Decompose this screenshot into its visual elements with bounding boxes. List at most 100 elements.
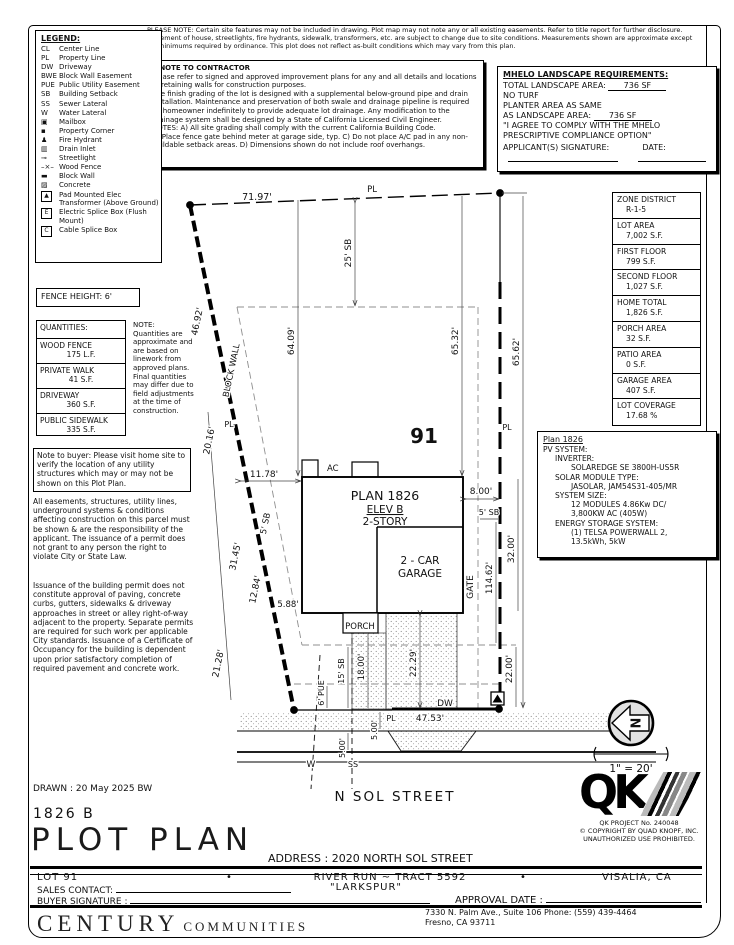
zone-value: 1,027 S.F. <box>626 282 663 292</box>
qk-copyright: © COPYRIGHT BY QUAD KNOPF, INC. <box>579 827 699 835</box>
dim-25sb: 25' SB <box>344 239 354 268</box>
zone-value: R-1-5 <box>626 205 647 214</box>
sewer-lateral-icon: SS <box>41 99 50 108</box>
gate-label: GATE <box>466 575 476 599</box>
qk-logo: QK <box>579 765 649 819</box>
dim-1800: 18.00' <box>357 654 367 681</box>
city-label: VISALIA, CA <box>602 872 672 883</box>
zone-label: PORCH AREA <box>617 323 667 333</box>
dim-3200: 32.00' <box>507 535 517 563</box>
driveway-icon: DW <box>41 63 54 72</box>
legend-label: Streetlight <box>59 154 96 163</box>
contractor-note-line: Please refer to signed and approved impr… <box>152 72 477 90</box>
mhelo-signature-label: APPLICANT(S) SIGNATURE: <box>503 143 610 152</box>
site-plan-drawing: 71.97' PL 25' SB 46.92' BLOCK WALL PL 20… <box>186 184 669 805</box>
pv-line: SYSTEM SIZE: <box>555 491 607 501</box>
qk-logo-stripes <box>639 772 703 816</box>
pv-line: PV SYSTEM: <box>543 445 588 454</box>
dim-2229: 22.29' <box>409 649 419 677</box>
centerline-icon: CL <box>41 45 50 53</box>
dim-588: 5.88' <box>277 600 298 610</box>
porch-label: PORCH <box>345 622 375 632</box>
quantity-label: PRIVATE WALK <box>40 366 95 375</box>
lot-number: 91 <box>410 424 438 448</box>
quantities-note-title: NOTE: <box>133 321 155 329</box>
buyer-signature-label: BUYER SIGNATURE : <box>37 897 128 907</box>
legend-title: LEGEND: <box>41 34 81 43</box>
legend-label: Drain Inlet <box>59 145 96 154</box>
easements-paragraph: All easements, structures, utility lines… <box>33 497 190 562</box>
zone-label: SECOND FLOOR <box>617 272 678 282</box>
dim-3145: 31.45' <box>228 542 244 572</box>
dimension-lines <box>207 192 527 750</box>
legend-label: Concrete <box>59 181 91 190</box>
legend-label: Mailbox <box>59 117 86 126</box>
site-address: ADDRESS : 2020 NORTH SOL STREET <box>268 852 473 865</box>
fence-height-label: FENCE HEIGHT: 6' <box>41 292 113 301</box>
zone-label: LOT AREA <box>617 220 655 230</box>
approval-date-line <box>546 893 702 903</box>
transformer-icon <box>490 691 505 706</box>
bullet-2: • <box>520 872 526 883</box>
electric-splice-box-icon: E <box>41 208 52 220</box>
legend-label: Electric Splice Box (Flush Mount) <box>59 208 147 225</box>
qk-unauthorized: UNAUTHORIZED USE PROHIBITED. <box>583 835 695 843</box>
mhelo-date-label: DATE: <box>642 143 666 152</box>
scale-bar <box>593 746 669 762</box>
builder-address-line2: Fresno, CA 93711 <box>425 918 496 927</box>
plan-code: 1826 B <box>33 806 95 822</box>
dim-6pue: 6' PUE <box>317 680 326 706</box>
lot-label: LOT 91 <box>37 872 79 883</box>
dim-500-a: 5.00' <box>370 720 379 740</box>
pv-system-box: Plan 1826 PV SYSTEM: INVERTER: SOLAREDGE… <box>537 431 717 558</box>
quantities-title: QUANTITIES: <box>40 323 88 332</box>
pl-label-left: PL <box>224 420 234 429</box>
legend-label: Cable Splice Box <box>59 225 118 234</box>
dim-11462: 114.62' <box>485 562 495 594</box>
property-corner-icon: ▪ <box>41 126 46 135</box>
mhelo-planter-value: 736 SF <box>593 111 652 121</box>
dim-5sb-left: 5' SB <box>259 512 273 535</box>
bullet-1: • <box>226 872 232 883</box>
north-label: N <box>630 718 645 729</box>
dim-6409: 64.09' <box>287 327 297 355</box>
qk-project-number: QK PROJECT No. 240048 <box>599 819 679 827</box>
dim-2128: 21.28' <box>211 649 227 679</box>
dim-6562: 65.62' <box>512 338 522 366</box>
zone-label: FIRST FLOOR <box>617 246 667 256</box>
public-utility-easement-icon: PUE <box>41 81 55 90</box>
ac-label: AC <box>327 464 339 474</box>
zone-label: LOT COVERAGE <box>617 401 676 411</box>
drawn-by: DRAWN : 20 May 2025 BW <box>33 784 153 794</box>
signature-line <box>508 161 618 162</box>
north-compass: N <box>607 699 655 747</box>
cable-splice-box-icon: C <box>41 225 52 237</box>
zone-value: 0 S.F. <box>626 359 647 369</box>
legend-label: Wood Fence <box>59 163 102 172</box>
story-label: 2-STORY <box>363 516 408 528</box>
zone-value: 17.68 % <box>626 411 658 421</box>
pad-transformer-icon: ▲ <box>41 190 52 202</box>
sheet-title: PLOT PLAN <box>31 822 255 858</box>
zone-label: GARAGE AREA <box>617 375 672 385</box>
garage-label-1: 2 - CAR <box>401 555 440 567</box>
pv-line: JASOLAR, JAM54S31-405/MR <box>571 481 678 491</box>
pv-line: SOLAREDGE SE 3800H-US5R <box>571 463 680 473</box>
builder-brand: CENTURY COMMUNITIES <box>37 911 308 937</box>
pv-line: (1) TELSA POWERWALL 2, <box>571 527 668 537</box>
dim-500-b: 5.00' <box>338 738 347 758</box>
legend-label: Property Corner <box>59 126 115 135</box>
community-name: "LARKSPUR" <box>330 882 402 893</box>
dim-top-frontage: 71.97' <box>242 192 272 203</box>
builder-address: 7330 N. Palm Ave., Suite 106 Phone: (559… <box>425 908 700 928</box>
dim-15sb: 15' SB <box>337 658 346 684</box>
rule-heavy-1 <box>30 866 702 875</box>
dim-4753: 47.53' <box>416 714 444 724</box>
lot-boundary <box>186 189 504 714</box>
